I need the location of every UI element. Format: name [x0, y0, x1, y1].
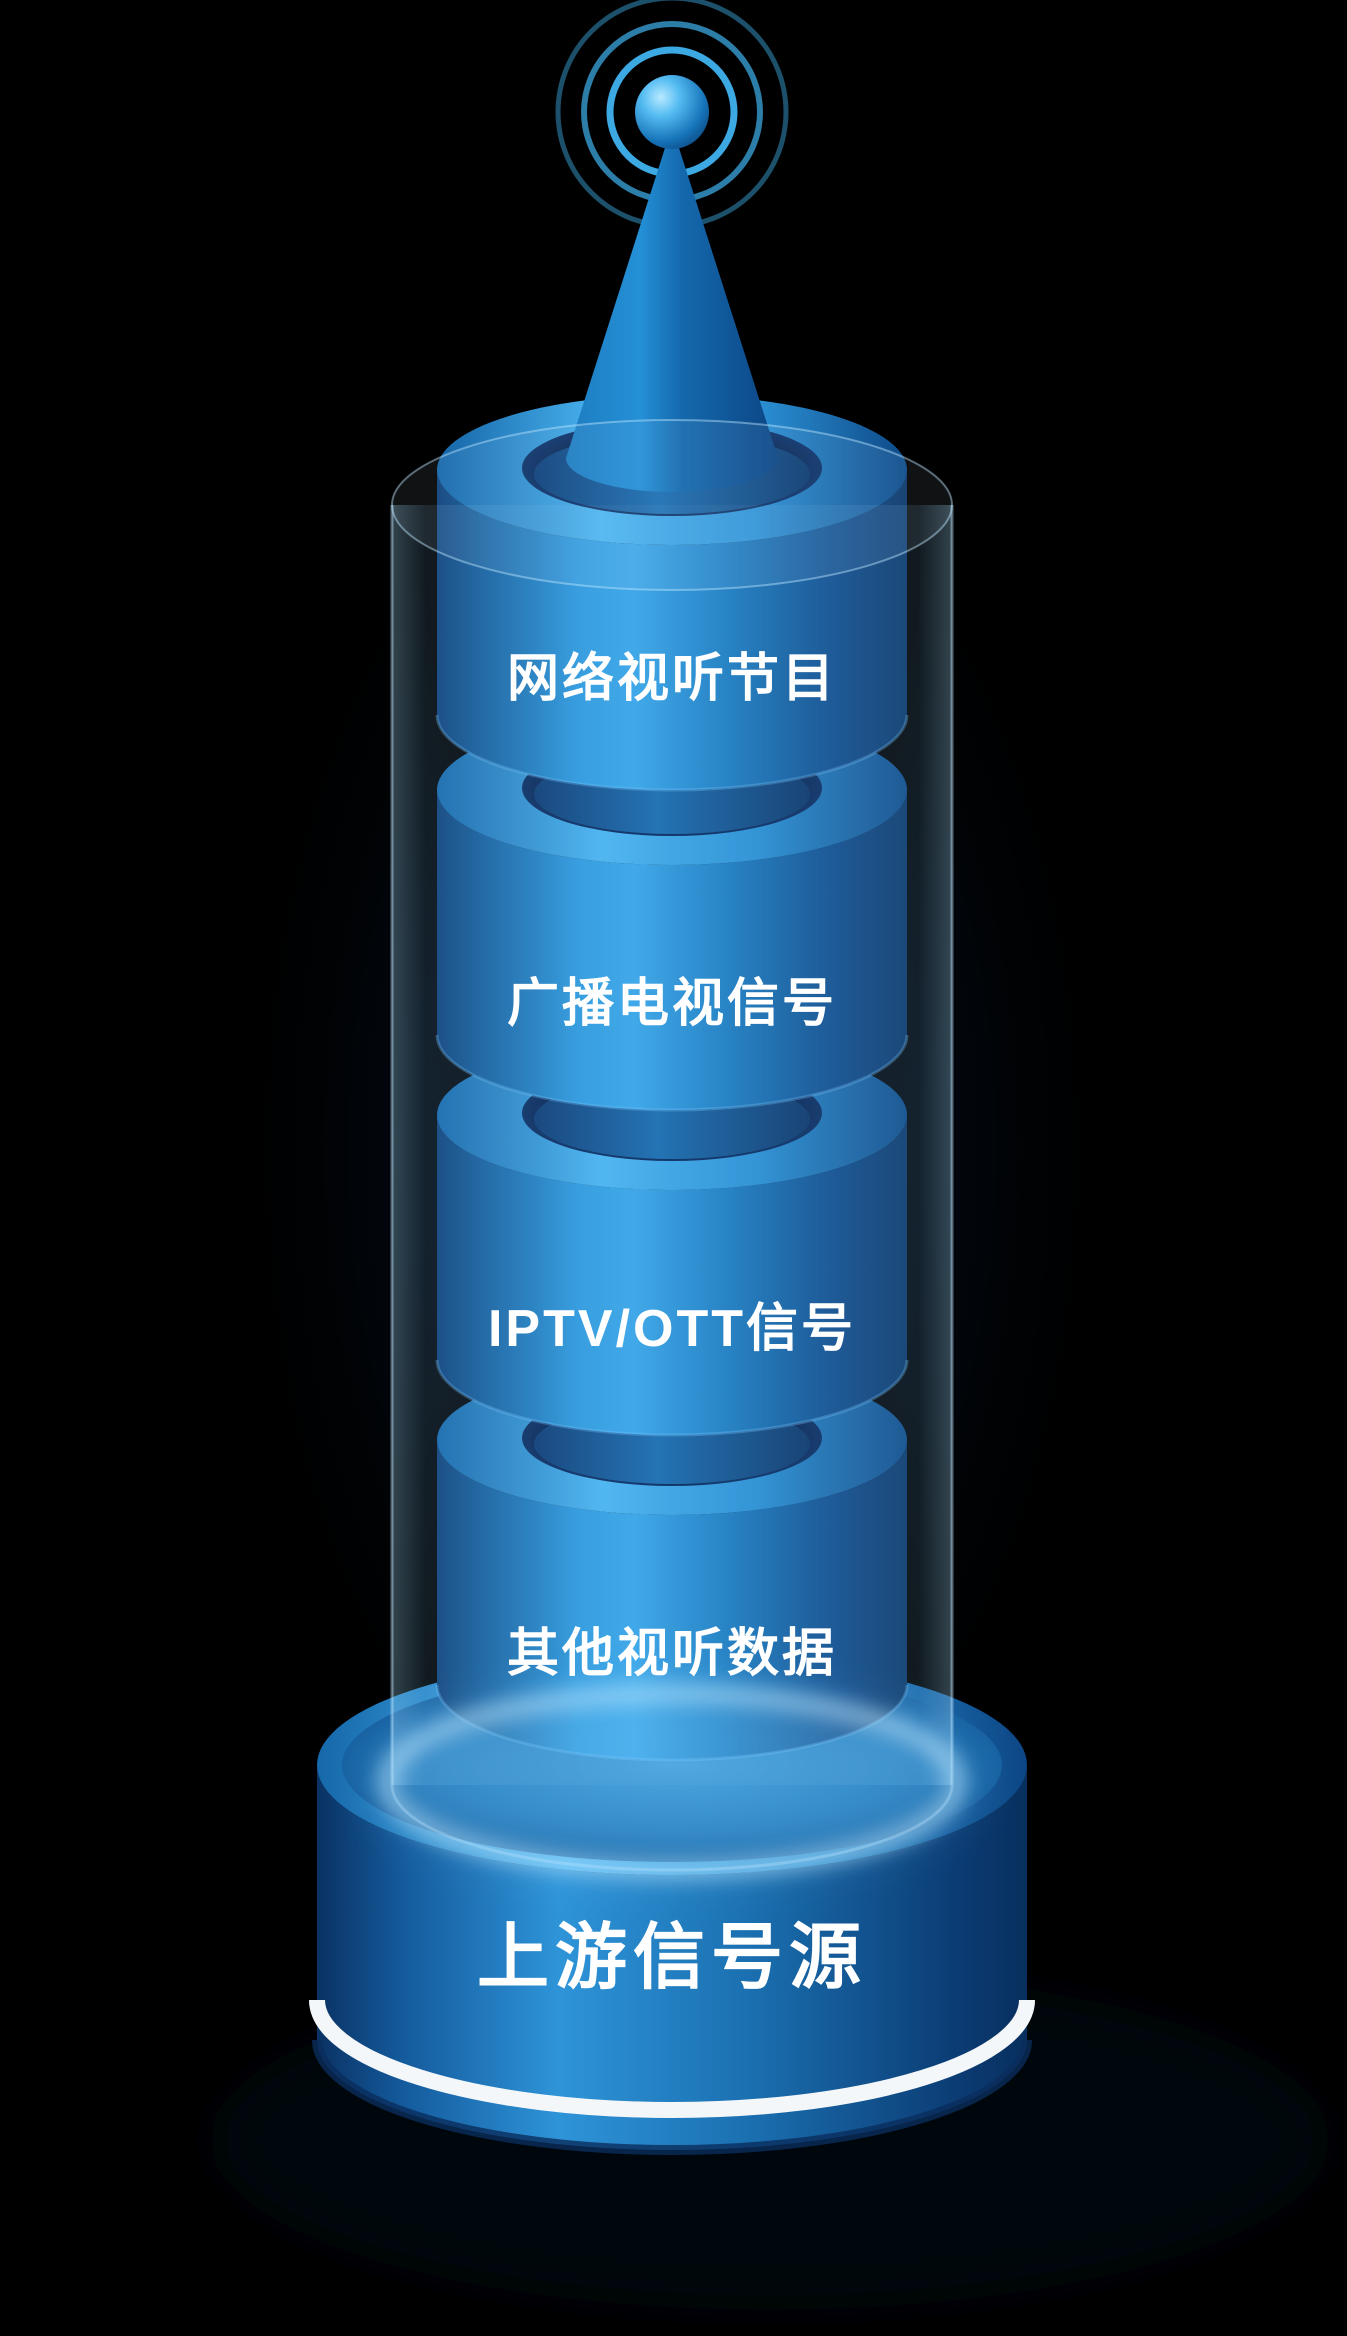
base-label: 上游信号源	[477, 1918, 867, 1998]
antenna-mast	[566, 126, 778, 492]
segment-label-2: 广播电视信号	[507, 975, 837, 1033]
broadcast-antenna-icon	[555, 0, 789, 492]
base-glow-ring	[372, 1687, 972, 1877]
segment-label-1: 网络视听节目	[507, 649, 837, 708]
glass-enclosure	[390, 419, 954, 1872]
segment-label-3: IPTV/OTT信号	[488, 1300, 856, 1358]
antenna-tip	[635, 75, 709, 149]
base-stripe	[309, 1999, 1035, 2118]
segment-label-4: 其他视听数据	[507, 1625, 837, 1683]
